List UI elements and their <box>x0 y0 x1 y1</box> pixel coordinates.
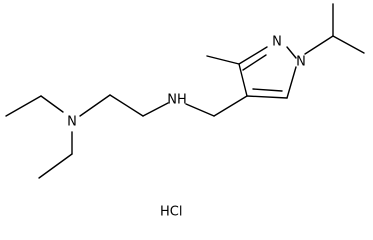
chemical-structure: N NH N N HCl <box>5 3 365 220</box>
salt-label: HCl <box>160 205 182 220</box>
bond-c4-c3 <box>238 63 248 97</box>
bond-ethyl1-ch2 <box>40 95 64 113</box>
bond-c5-c4-double <box>252 88 283 92</box>
bond-c5-c4 <box>246 95 288 99</box>
bond-c3-n2-double <box>242 54 267 71</box>
bond-c3-n2 <box>238 46 268 65</box>
bond-n1-ch <box>304 35 334 55</box>
bond-lines <box>5 3 365 179</box>
bond-ch-me-right <box>332 35 365 54</box>
atom-pyrazole-n2: N <box>272 35 282 50</box>
bond-n1-c5 <box>286 66 297 99</box>
bond-ethyl2-ch3 <box>38 153 73 179</box>
atom-labels: N NH N N <box>67 35 306 130</box>
atom-amine-n: N <box>67 115 77 130</box>
bond-nh-ch2 <box>185 103 215 117</box>
atom-pyrazole-n1: N <box>296 55 306 70</box>
bond-n-ch2 <box>79 94 111 117</box>
bond-ch2-ch2 <box>109 94 144 117</box>
bond-ch2-nh <box>142 102 169 117</box>
bond-c3-methyl <box>206 55 240 65</box>
bond-n2-n1 <box>286 46 297 59</box>
bond-ethyl1-ch3 <box>5 95 42 117</box>
atom-secondary-amine: NH <box>167 93 187 108</box>
bond-ch2-c4 <box>213 95 248 117</box>
